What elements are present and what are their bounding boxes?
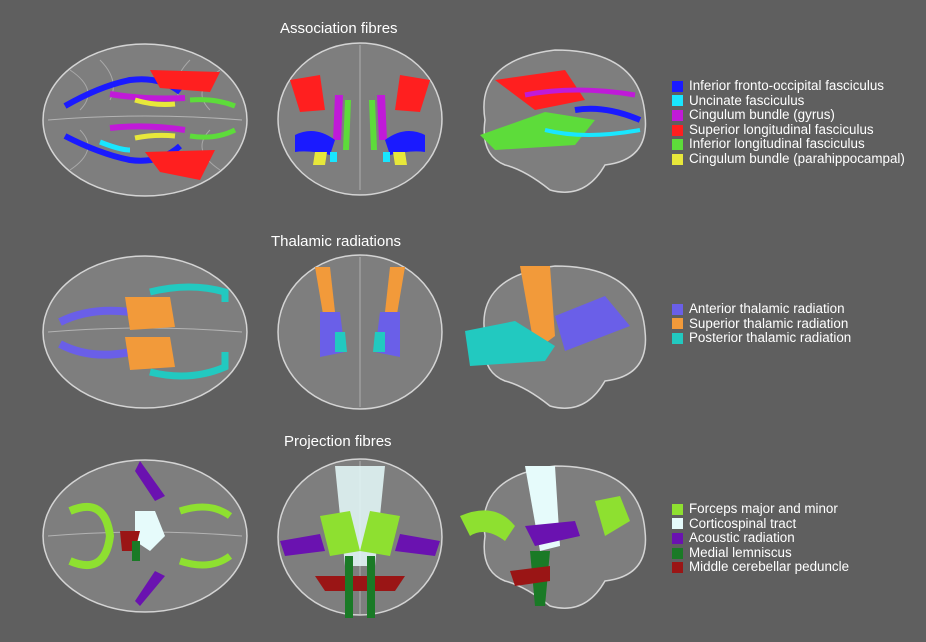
brain-thalamic-coronal: [275, 252, 445, 412]
brain-projection-coronal: [275, 456, 445, 618]
legend-swatch: [672, 318, 683, 330]
legend-label: Medial lemniscus: [689, 544, 792, 560]
legend-swatch: [672, 332, 683, 344]
legend-thalamic: Anterior thalamic radiation Superior tha…: [672, 301, 851, 346]
legend-label: Uncinate fasciculus: [689, 92, 805, 108]
legend-item: Inferior fronto-occipital fasciculus: [672, 78, 905, 94]
legend-label: Posterior thalamic radiation: [689, 330, 852, 346]
legend-item: Forceps major and minor: [672, 501, 849, 517]
section-title-projection: Projection fibres: [284, 433, 392, 450]
legend-projection: Forceps major and minor Corticospinal tr…: [672, 501, 849, 575]
legend-label: Cingulum bundle (gyrus): [689, 107, 835, 123]
legend-label: Cingulum bundle (parahippocampal): [689, 150, 905, 166]
brain-thalamic-sagittal: [455, 256, 655, 420]
legend-item: Acoustic radiation: [672, 531, 849, 546]
legend-swatch: [672, 303, 683, 315]
legend-label: Anterior thalamic radiation: [689, 301, 845, 316]
legend-swatch: [672, 80, 683, 92]
section-title-association: Association fibres: [280, 20, 398, 37]
legend-swatch: [672, 124, 683, 136]
legend-swatch: [672, 503, 683, 515]
legend-label: Superior longitudinal fasciculus: [689, 121, 874, 137]
legend-item: Cingulum bundle (parahippocampal): [672, 150, 905, 167]
legend-label: Inferior fronto-occipital fasciculus: [689, 78, 884, 93]
legend-item: Medial lemniscus: [672, 544, 849, 561]
legend-item: Cingulum bundle (gyrus): [672, 108, 905, 123]
legend-item: Superior thalamic radiation: [672, 315, 851, 332]
section-title-thalamic: Thalamic radiations: [271, 233, 402, 250]
legend-label: Acoustic radiation: [689, 530, 795, 546]
brain-association-axial: [40, 40, 250, 200]
legend-item: Superior longitudinal fasciculus: [672, 121, 905, 138]
legend-item: Inferior longitudinal fasciculus: [672, 137, 905, 152]
legend-label: Forceps major and minor: [689, 501, 838, 516]
legend-label: Superior thalamic radiation: [689, 315, 849, 331]
legend-swatch: [672, 532, 683, 544]
legend-swatch: [672, 109, 683, 121]
legend-swatch: [672, 518, 683, 530]
legend-label: Inferior longitudinal fasciculus: [689, 136, 865, 152]
legend-item: Uncinate fasciculus: [672, 92, 905, 109]
legend-swatch: [672, 95, 683, 107]
brain-projection-axial: [40, 456, 250, 616]
legend-swatch: [672, 153, 683, 165]
legend-item: Posterior thalamic radiation: [672, 331, 851, 346]
legend-label: Middle cerebellar peduncle: [689, 559, 850, 575]
legend-swatch: [672, 562, 683, 574]
brain-projection-sagittal: [455, 456, 655, 618]
legend-item: Anterior thalamic radiation: [672, 301, 851, 317]
legend-item: Middle cerebellar peduncle: [672, 560, 849, 575]
brain-association-sagittal: [455, 40, 655, 202]
legend-item: Corticospinal tract: [672, 515, 849, 532]
legend-swatch: [672, 139, 683, 151]
legend-label: Corticospinal tract: [689, 515, 797, 531]
legend-association: Inferior fronto-occipital fasciculus Unc…: [672, 78, 905, 167]
brain-thalamic-axial: [40, 252, 250, 412]
legend-swatch: [672, 547, 683, 559]
brain-association-coronal: [275, 40, 445, 198]
